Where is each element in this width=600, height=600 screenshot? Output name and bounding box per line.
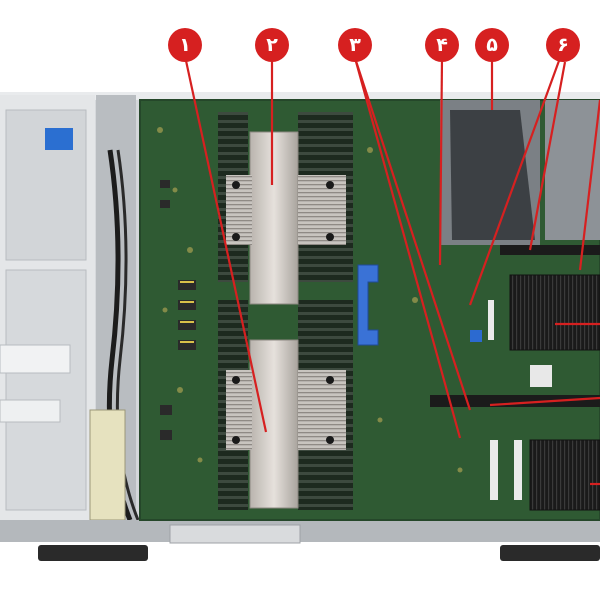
riser-slots [430,100,600,407]
marker-3: ۳ [338,28,372,62]
marker-5: ۵ [475,28,509,62]
marker-4: ۴ [425,28,459,62]
marker-2: ۲ [255,28,289,62]
svg-text:۴: ۴ [436,34,448,56]
marker-1: ۱ [168,28,202,62]
marker-6: ۶ [546,28,580,62]
svg-text:۵: ۵ [486,34,498,56]
svg-text:۲: ۲ [266,34,278,56]
svg-text:۶: ۶ [557,34,569,56]
chipset-heatsinks [509,274,600,511]
callout-markers: ۱ ۲ ۳ ۴ ۵ ۶ [168,28,580,62]
connectors [470,300,522,500]
blue-handle [357,264,379,346]
cpu-heatsinks [226,131,346,509]
callout-lines [183,55,600,486]
svg-text:۳: ۳ [349,34,361,56]
svg-text:۱: ۱ [179,34,191,56]
